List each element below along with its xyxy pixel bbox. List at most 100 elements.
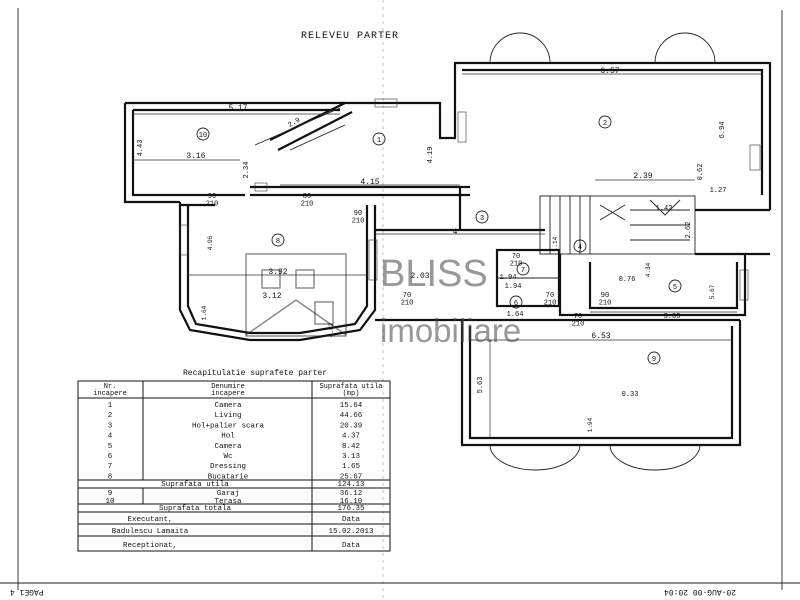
dim-5-17: 5.17 (228, 104, 247, 113)
room-2-marker (598, 115, 612, 129)
table-author-name: Badulescu Lamaita (112, 528, 189, 536)
dim-3-05: 3.05 (664, 313, 681, 321)
table-row-area: 20.39 (340, 422, 363, 430)
dim-4-15: 4.15 (360, 178, 379, 187)
dim-1-94-b: 1.94 (505, 283, 522, 291)
table-executant-label: Executant, (127, 516, 172, 524)
dim-4-43: 4.43 (137, 140, 145, 157)
logo-house-icon (245, 253, 347, 337)
table-row-name: Camera (214, 443, 242, 451)
table-total-value: 176.35 (337, 505, 365, 513)
table-author-date: 15.02.2013 (328, 528, 374, 536)
dim-4-19: 4.19 (427, 147, 435, 164)
table-total-label: Suprafata totala (159, 505, 232, 513)
table-row-name: Hol+palier scara (192, 422, 265, 430)
footer-date-label: 20-AUG-00 20:04 (664, 587, 736, 596)
room-6-number: 6 (514, 300, 518, 308)
table-row-nr: 10 (105, 498, 115, 506)
dim-1-14: 1.14 (552, 236, 559, 251)
room-1-marker (372, 132, 386, 146)
room-3-marker (475, 210, 489, 224)
dim-4-06: 4.06 (207, 235, 214, 250)
table-row-area: 15.64 (340, 402, 363, 410)
table-header-nr: Nr.incapere (93, 383, 127, 398)
table-row-area: 1.65 (342, 463, 361, 471)
table-row-nr: 7 (108, 463, 113, 471)
table-row-area: 25.67 (340, 473, 363, 481)
logo-word-bliss: BLISS (380, 253, 488, 295)
table-row-name: Camera (214, 402, 242, 410)
table-row-name: Living (214, 412, 241, 420)
room-1-number: 1 (377, 137, 381, 145)
room-5-marker (668, 279, 682, 293)
table-row-name: Wc (223, 453, 232, 461)
dim-1-94-c: 1.94 (587, 417, 594, 432)
room-8-marker (271, 233, 285, 247)
room-5-number: 5 (673, 284, 677, 292)
room-10-marker (196, 127, 210, 141)
dim-4: 4 (453, 228, 458, 237)
table-row-area: 16.10 (340, 498, 363, 506)
table-row-nr: 1 (108, 402, 113, 410)
dim-3-92: 3.92 (268, 268, 287, 277)
table-subtotal-label: Suprafata utila (161, 481, 229, 489)
dim-6-57: 6.57 (600, 67, 619, 76)
table-title: Recapitulatie suprafete parter (183, 369, 327, 378)
room-9-marker (647, 351, 661, 365)
room-9-number: 9 (652, 356, 656, 364)
table-row-nr: 3 (108, 422, 113, 430)
staircase (549, 196, 690, 254)
dim-4-82: 4.82 (328, 322, 335, 337)
dim-5-63: 5.63 (477, 377, 485, 394)
table-row-area: 36.12 (340, 490, 363, 498)
room-2-number: 2 (603, 120, 607, 128)
dim-3-12: 3.12 (262, 292, 281, 301)
room-3-number: 3 (480, 215, 484, 223)
table-row-name: Terasa (214, 498, 242, 506)
dim-0-33: 0.33 (622, 391, 639, 399)
table-row-area: 8.42 (342, 443, 360, 451)
dim-3-16: 3.16 (186, 152, 205, 161)
table-subtotal-value: 124.13 (337, 481, 365, 489)
dimension-lines (133, 73, 762, 438)
bliss-logo-watermark: BLISS imobiliare (245, 253, 521, 349)
table-row-nr: 2 (108, 412, 113, 420)
logo-word-imobiliare: imobiliare (380, 312, 521, 349)
dim-2-62: 2.62 (685, 222, 693, 239)
dim-5-67: 5.67 (709, 284, 716, 299)
room-7-marker (516, 262, 530, 276)
table-row-nr: 5 (108, 443, 113, 451)
room-markers: 10 1 2 3 4 5 6 7 8 9 (196, 115, 682, 365)
table-receptionat-date: Data (342, 542, 361, 550)
table-row-name: Hol (221, 433, 235, 441)
table-row-nr: 8 (108, 473, 113, 481)
dim-1-42: 1.42 (656, 205, 673, 213)
area-table: Recapitulatie suprafete parter (77, 369, 391, 552)
walls (123, 32, 772, 471)
table-row-name: Bucatarie (208, 473, 249, 481)
dim-2-03: 2.03 (410, 272, 429, 281)
table-row-area: 4.37 (342, 433, 360, 441)
dim-1-64-b: 1.64 (201, 305, 208, 320)
footer-page-label: PAGE1 4 (10, 587, 44, 596)
room-6-marker (509, 295, 523, 309)
dim-1-94-a: 1.94 (500, 274, 517, 282)
table-receptionat-label: Receptionat, (123, 542, 177, 550)
table-row-name: Dressing (210, 463, 246, 471)
room-4-marker (573, 239, 587, 253)
table-executant-date: Data (342, 516, 361, 524)
dim-0-62: 0.62 (697, 164, 705, 181)
table-row-nr: 4 (108, 433, 113, 441)
dim-6-94: 6.94 (719, 122, 727, 139)
table-header-suprafata: Suprafata utila(mp) (319, 383, 382, 398)
